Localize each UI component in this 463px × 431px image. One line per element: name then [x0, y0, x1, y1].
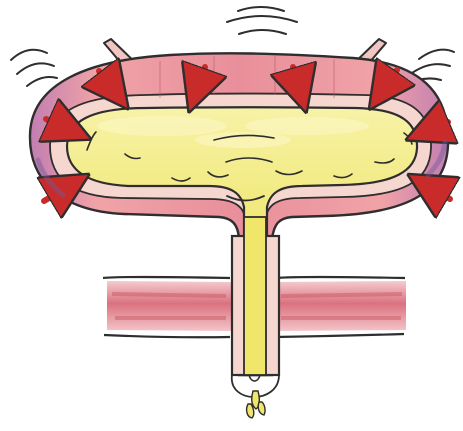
left-vibration-icon: [11, 50, 57, 86]
vibration-icon: [227, 7, 297, 34]
urethra: [232, 217, 279, 397]
